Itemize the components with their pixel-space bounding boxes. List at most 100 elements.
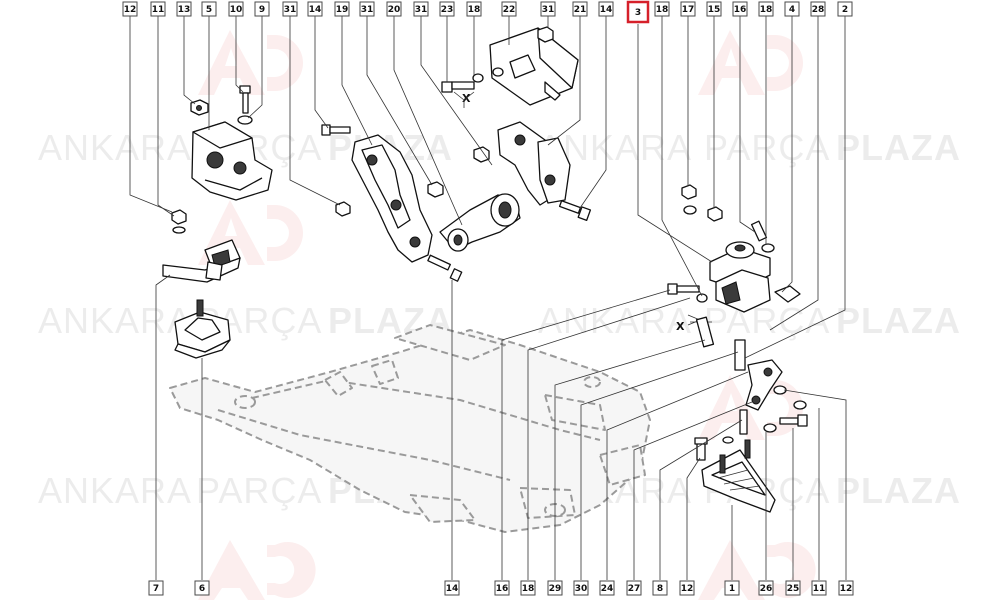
callout-18: 18 [758,1,774,17]
callout-box [520,580,536,596]
callout-30: 30 [573,580,589,596]
callout-18: 18 [654,1,670,17]
callout-box [359,1,375,17]
callout-box [413,1,429,17]
callout-12: 12 [122,1,138,17]
callout-5: 5 [201,1,217,17]
watermark-parca: PARÇA [196,470,322,511]
callout-number: 26 [760,584,773,594]
watermark-ankara: ANKARA [38,300,192,341]
washer [763,385,807,433]
callout-number: 12 [681,584,694,594]
callout-6: 6 [194,580,210,596]
dimension-marker-x: X [676,320,685,333]
callout-number: 24 [601,584,614,594]
callout-4: 4 [784,1,800,17]
callout-number: 18 [656,5,669,15]
callout-number: 31 [361,5,374,15]
nut [681,184,723,222]
callout-12: 12 [679,580,695,596]
callout-box [732,1,748,17]
callout-box [679,580,695,596]
callout-box [194,580,210,596]
callout-29: 29 [547,580,563,596]
callout-box [811,580,827,596]
watermark-logo [198,30,303,95]
callout-31: 31 [359,1,375,17]
callout-box [494,580,510,596]
callout-13: 13 [176,1,192,17]
callout-1: 1 [724,580,740,596]
callout-box [547,580,563,596]
bolt [237,85,253,125]
watermark-plaza: PLAZA [836,470,961,511]
subframe [169,324,651,533]
watermark-plaza: PLAZA [836,127,961,168]
callout-box [228,1,244,17]
callout-box [599,580,615,596]
callout-box [706,1,722,17]
callout-22: 22 [501,1,517,17]
callout-12: 12 [838,580,854,596]
callout-9: 9 [254,1,270,17]
bolt [694,409,748,461]
bolt [441,81,475,93]
leader-lines [129,16,847,580]
callout-14: 14 [444,580,460,596]
callout-box [176,1,192,17]
callout-box [444,580,460,596]
callout-number: 17 [682,5,695,15]
callout-number: 18 [522,584,535,594]
callout-16: 16 [732,1,748,17]
callout-17: 17 [680,1,696,17]
callout-18: 18 [466,1,482,17]
callout-box [598,1,614,17]
callout-24: 24 [599,580,615,596]
callout-number: 25 [787,584,800,594]
watermark-plaza: PLAZA [836,300,961,341]
callout-box [626,580,642,596]
callout-number: 18 [760,5,773,15]
callout-number: 4 [789,5,795,15]
callout-number: 27 [628,584,641,594]
torque-rod [439,193,521,252]
callout-box [785,580,801,596]
callout-number: 14 [600,5,613,15]
callout-number: 5 [206,5,212,15]
callout-box [386,1,402,17]
callout-box [282,1,298,17]
callout-27: 27 [626,580,642,596]
callout-18: 18 [520,580,536,596]
callout-number: 3 [635,8,641,18]
callout-box [680,1,696,17]
callout-number: 1 [729,584,735,594]
callout-11: 11 [811,580,827,596]
callout-11: 11 [150,1,166,17]
clip [774,285,801,303]
callout-number: 31 [542,5,555,15]
callout-number: 15 [708,5,721,15]
nut [427,181,444,198]
callout-number: 9 [259,5,265,15]
watermark-ankara: ANKARA [38,127,192,168]
callout-number: 31 [284,5,297,15]
callout-box [572,1,588,17]
nut [190,99,209,116]
callout-box [334,1,350,17]
lower-rear-mount [701,439,776,513]
callout-box [254,1,270,17]
bolt [558,200,592,221]
callout-20: 20 [386,1,402,17]
callout-number: 12 [124,5,137,15]
callout-number: 28 [812,5,825,15]
bolt [321,124,351,136]
callout-number: 11 [813,584,826,594]
callout-8: 8 [652,580,668,596]
callout-19: 19 [334,1,350,17]
watermark-parca: PARÇA [704,127,830,168]
callout-31: 31 [413,1,429,17]
callout-number: 29 [549,584,562,594]
callout-26: 26 [758,580,774,596]
callout-box [201,1,217,17]
